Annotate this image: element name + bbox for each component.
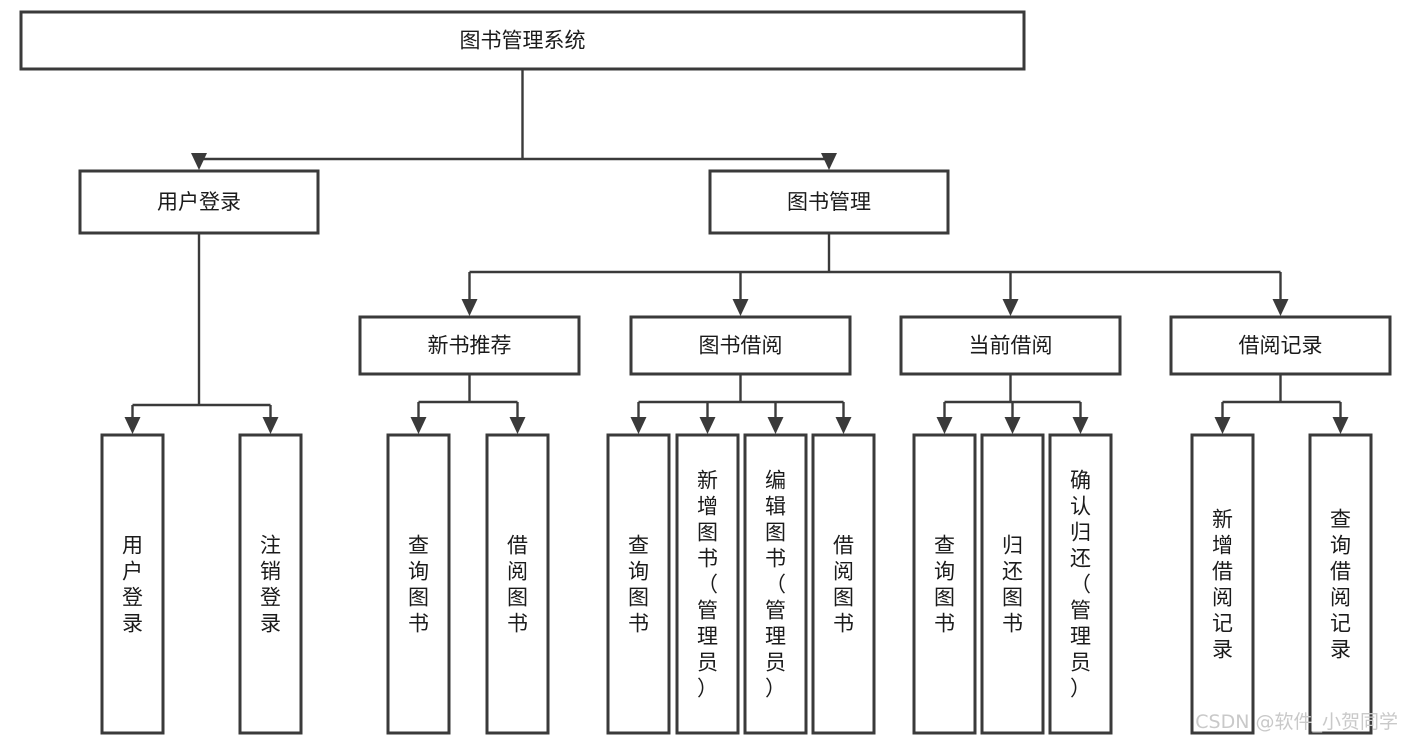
node-label-leaf-confirm-return: 确认归还（管理员） xyxy=(1070,468,1091,700)
node-box-root[interactable] xyxy=(19,10,1026,71)
node-box-new-book-recommend[interactable] xyxy=(358,315,581,376)
node-current-borrow[interactable]: 当前借阅 xyxy=(899,315,1122,376)
node-label-book-borrow: 图书借阅 xyxy=(699,334,783,358)
node-box-leaf-edit-book[interactable] xyxy=(743,433,808,735)
node-label-leaf-add-book: 新增图书（管理员） xyxy=(697,468,718,700)
node-label-leaf-query-book-1: 查询图书 xyxy=(408,533,429,635)
node-label-leaf-query-record: 查询借阅记录 xyxy=(1330,507,1351,661)
node-label-leaf-borrow-book-1: 借阅图书 xyxy=(507,533,528,635)
node-box-leaf-confirm-return[interactable] xyxy=(1048,433,1113,735)
node-user-login[interactable]: 用户登录 xyxy=(78,169,320,235)
node-box-current-borrow[interactable] xyxy=(899,315,1122,376)
node-box-leaf-query-book-3[interactable] xyxy=(912,433,977,735)
node-root[interactable]: 图书管理系统 xyxy=(19,10,1026,71)
node-borrow-record[interactable]: 借阅记录 xyxy=(1169,315,1392,376)
node-leaf-add-book[interactable]: 新增图书（管理员） xyxy=(675,433,740,735)
watermark-text: CSDN @软件_小贺同学 xyxy=(1195,711,1398,733)
node-label-new-book-recommend: 新书推荐 xyxy=(428,334,512,358)
node-box-leaf-borrow-book-1[interactable] xyxy=(485,433,550,735)
node-box-book-borrow[interactable] xyxy=(629,315,852,376)
node-book-borrow[interactable]: 图书借阅 xyxy=(629,315,852,376)
node-leaf-return-book[interactable]: 归还图书 xyxy=(980,433,1045,735)
nodes-layer: 图书管理系统用户登录图书管理新书推荐图书借阅当前借阅借阅记录用户登录注销登录查询… xyxy=(19,10,1392,735)
node-leaf-confirm-return[interactable]: 确认归还（管理员） xyxy=(1048,433,1113,735)
node-leaf-borrow-book-2[interactable]: 借阅图书 xyxy=(811,433,876,735)
node-box-leaf-query-book-2[interactable] xyxy=(606,433,671,735)
node-label-leaf-return-book: 归还图书 xyxy=(1002,533,1023,635)
node-label-leaf-query-book-3: 查询图书 xyxy=(934,533,955,635)
node-box-leaf-borrow-book-2[interactable] xyxy=(811,433,876,735)
connectors-layer xyxy=(124,69,1349,434)
node-box-leaf-user-login[interactable] xyxy=(100,433,165,735)
node-leaf-query-book-3[interactable]: 查询图书 xyxy=(912,433,977,735)
node-label-root: 图书管理系统 xyxy=(460,29,586,53)
node-label-leaf-user-login: 用户登录 xyxy=(122,533,143,635)
node-leaf-borrow-book-1[interactable]: 借阅图书 xyxy=(485,433,550,735)
node-box-leaf-logout-login[interactable] xyxy=(238,433,303,735)
node-leaf-logout-login[interactable]: 注销登录 xyxy=(238,433,303,735)
node-label-leaf-query-book-2: 查询图书 xyxy=(628,533,649,635)
node-box-book-manage[interactable] xyxy=(708,169,950,235)
node-leaf-query-record[interactable]: 查询借阅记录 xyxy=(1308,433,1373,735)
node-label-user-login: 用户登录 xyxy=(157,190,241,214)
node-leaf-add-record[interactable]: 新增借阅记录 xyxy=(1190,433,1255,735)
node-label-leaf-borrow-book-2: 借阅图书 xyxy=(833,533,854,635)
node-book-manage[interactable]: 图书管理 xyxy=(708,169,950,235)
node-leaf-user-login[interactable]: 用户登录 xyxy=(100,433,165,735)
node-box-leaf-add-book[interactable] xyxy=(675,433,740,735)
node-label-leaf-edit-book: 编辑图书（管理员） xyxy=(765,468,786,700)
node-leaf-query-book-2[interactable]: 查询图书 xyxy=(606,433,671,735)
node-label-book-manage: 图书管理 xyxy=(787,190,871,214)
node-box-leaf-return-book[interactable] xyxy=(980,433,1045,735)
node-leaf-query-book-1[interactable]: 查询图书 xyxy=(386,433,451,735)
node-box-leaf-add-record[interactable] xyxy=(1190,433,1255,735)
node-label-leaf-add-record: 新增借阅记录 xyxy=(1212,507,1233,661)
node-leaf-edit-book[interactable]: 编辑图书（管理员） xyxy=(743,433,808,735)
node-label-current-borrow: 当前借阅 xyxy=(969,334,1053,358)
node-new-book-recommend[interactable]: 新书推荐 xyxy=(358,315,581,376)
node-label-borrow-record: 借阅记录 xyxy=(1239,334,1323,358)
node-box-leaf-query-book-1[interactable] xyxy=(386,433,451,735)
node-box-borrow-record[interactable] xyxy=(1169,315,1392,376)
node-box-leaf-query-record[interactable] xyxy=(1308,433,1373,735)
node-label-leaf-logout-login: 注销登录 xyxy=(260,533,281,635)
node-box-user-login[interactable] xyxy=(78,169,320,235)
